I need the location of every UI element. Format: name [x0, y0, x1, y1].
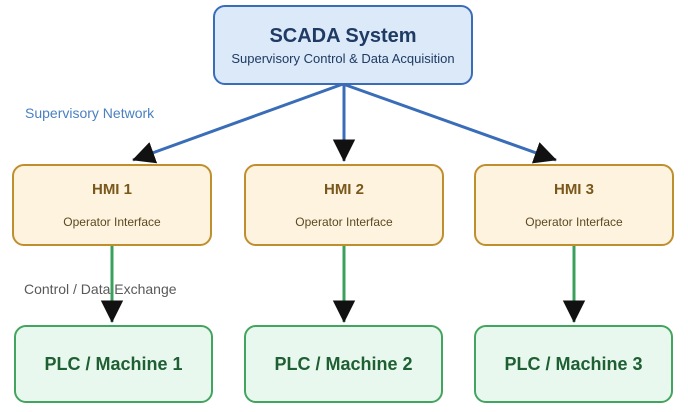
hmi-2-node: HMI 2 Operator Interface: [244, 164, 444, 246]
control-data-exchange-label: Control / Data Exchange: [24, 281, 177, 297]
hmi-1-node: HMI 1 Operator Interface: [12, 164, 212, 246]
hmi-3-title: HMI 3: [553, 181, 594, 198]
plc-2-title: PLC / Machine 2: [274, 353, 413, 374]
hmi-2-subtitle: Operator Interface: [295, 215, 393, 229]
plc-machine-3-node: PLC / Machine 3: [474, 325, 673, 403]
plc-3-title: PLC / Machine 3: [504, 353, 643, 374]
scada-system-node: SCADA System Supervisory Control & Data …: [213, 5, 473, 85]
supervisory-network-label: Supervisory Network: [25, 105, 155, 121]
scada-to-hmi1-connector: [132, 82, 344, 164]
plc-machine-2-node: PLC / Machine 2: [244, 325, 443, 403]
hmi-3-node: HMI 3 Operator Interface: [474, 164, 674, 246]
plc-machine-1-node: PLC / Machine 1: [14, 325, 213, 403]
plc-1-title: PLC / Machine 1: [44, 353, 183, 374]
hmi-2-title: HMI 2: [323, 181, 364, 198]
scada-subtitle: Supervisory Control & Data Acquisition: [231, 50, 455, 66]
hmi-1-title: HMI 1: [91, 181, 132, 198]
scada-to-hmi3-connector: [342, 82, 557, 164]
hmi-3-subtitle: Operator Interface: [525, 215, 623, 229]
scada-title: SCADA System: [269, 24, 417, 47]
hmi-1-subtitle: Operator Interface: [63, 215, 161, 229]
